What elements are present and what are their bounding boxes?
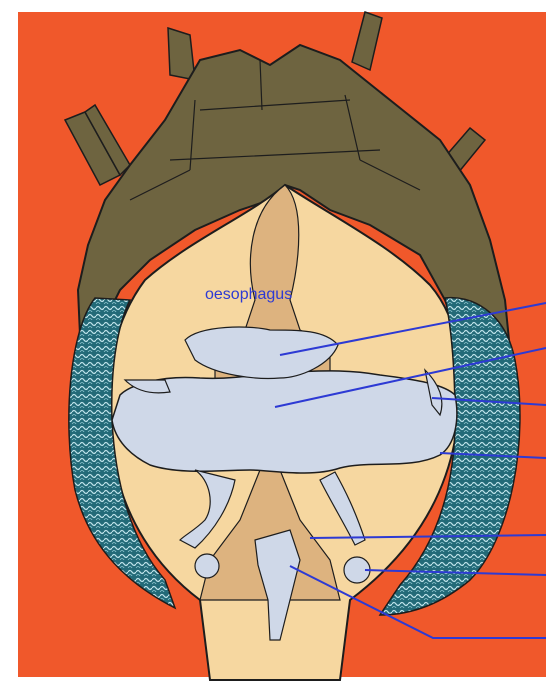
left-ganglion — [195, 554, 219, 578]
label-oesophagus: oesophagus — [205, 286, 292, 304]
